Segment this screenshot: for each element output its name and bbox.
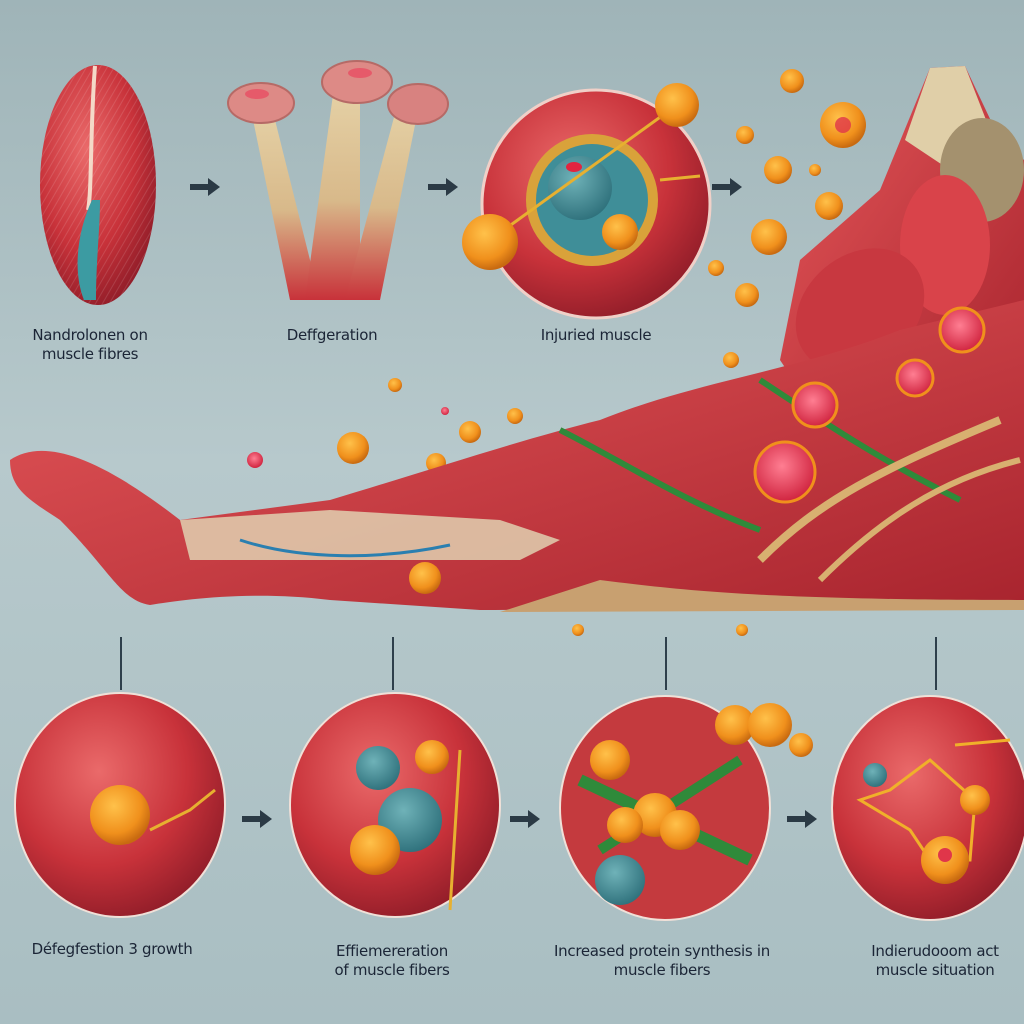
bstage-2-label-line1: Effiemereration — [336, 942, 448, 960]
connector-line-1 — [120, 637, 122, 690]
stage-3-label: Injuried muscle — [541, 326, 652, 345]
arrow-right-icon — [242, 810, 272, 828]
stage-2-label: Deffgeration — [287, 326, 378, 345]
stage-1-label: Nandrolonen on muscle fibres — [32, 326, 148, 364]
bstage-3-label-line2: muscle fibers — [613, 961, 711, 979]
bstage-1-label-line1: Défegfestion 3 growth — [31, 940, 193, 958]
muscle-fiber-capsule-illustration — [40, 65, 156, 305]
circle-cell-cluster-illustration — [559, 695, 813, 921]
cross-section-illustration — [462, 83, 712, 320]
fiber-bundles-illustration — [227, 60, 449, 300]
stage-1-label-line2: muscle fibres — [41, 345, 139, 363]
arrow-right-icon — [787, 810, 817, 828]
arrow-right-icon — [428, 178, 458, 196]
bstage-4-label: Indierudooom act muscle situation — [871, 942, 999, 980]
bstage-1-label: Défegfestion 3 growth — [32, 940, 193, 959]
leg-muscle-anatomy-illustration — [10, 300, 1024, 612]
stage-2-label-line1: Deffgeration — [286, 326, 378, 344]
bstage-3-label: Increased protein synthesis in muscle fi… — [554, 942, 770, 980]
connector-line-2 — [392, 637, 394, 690]
floating-cells — [247, 69, 866, 636]
circle-fiber-cells-illustration — [289, 692, 501, 918]
circle-network-illustration — [831, 695, 1024, 921]
bstage-2-label: Effiemereration of muscle fibers — [335, 942, 450, 980]
arrow-right-icon — [510, 810, 540, 828]
bstage-2-label-line2: of muscle fibers — [334, 961, 450, 979]
arrow-right-icon — [190, 178, 220, 196]
connector-line-4 — [935, 637, 937, 690]
bstage-4-label-line2: muscle situation — [875, 961, 995, 979]
bstage-3-label-line1: Increased protein synthesis in — [554, 942, 770, 960]
bstage-4-label-line1: Indierudooom act — [871, 942, 999, 960]
arrow-right-icon — [712, 178, 742, 196]
connector-line-3 — [665, 637, 667, 690]
stage-3-label-line1: Injuried muscle — [540, 326, 652, 344]
stage-1-label-line1: Nandrolonen on — [32, 326, 148, 344]
circle-muscle-cell-illustration — [14, 692, 226, 918]
